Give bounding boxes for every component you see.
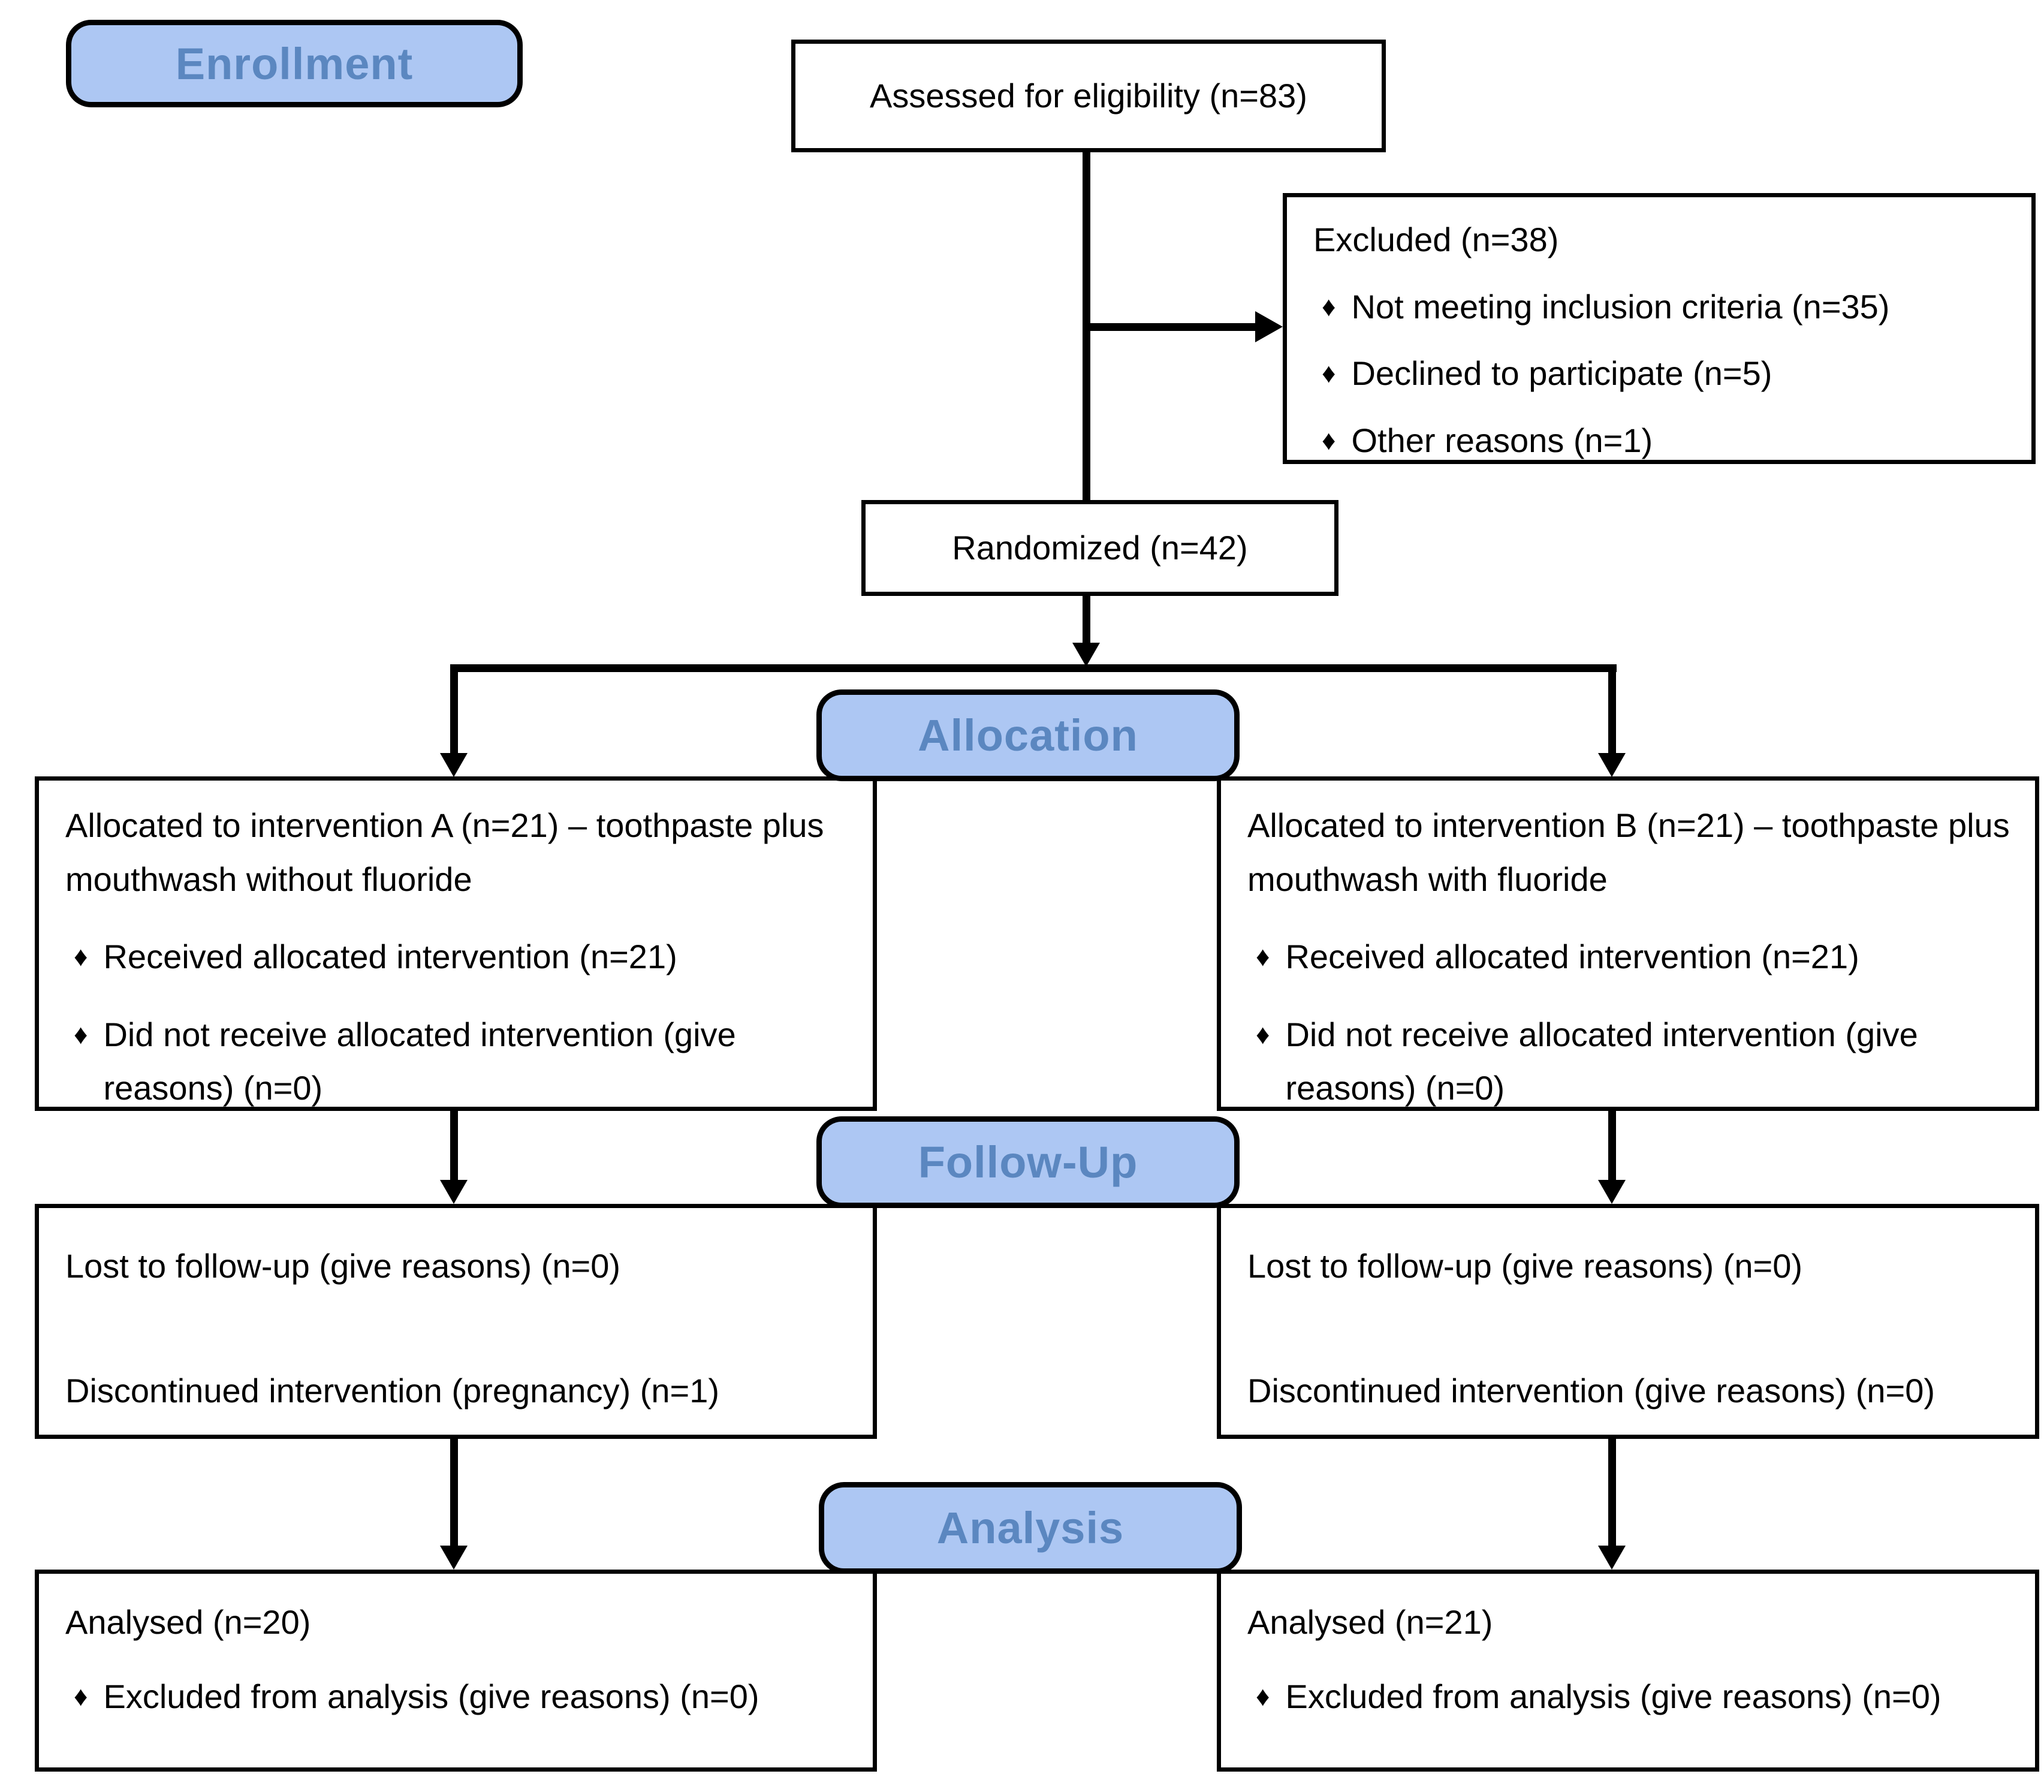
analysis-a-box: Analysed (n=20) ♦ Excluded from analysis… [35,1570,877,1772]
excluded-bullet-3-text: Other reasons (n=1) [1351,421,1653,459]
stage-label-followup: Follow-Up [816,1116,1240,1208]
allocation-a-bullet-2-text: Did not receive allocated intervention (… [103,1015,736,1107]
excluded-bullet-1-text: Not meeting inclusion criteria (n=35) [1351,287,1890,326]
diamond-bullet-icon: ♦ [74,1680,88,1712]
arrowhead-alloc-a [440,753,468,777]
arrowhead-alloc-b [1598,753,1626,777]
analysis-a-title: Analysed (n=20) [65,1603,311,1641]
randomized-text: Randomized (n=42) [952,529,1248,567]
allocation-b-bullet-1-text: Received allocated intervention (n=21) [1285,938,1859,976]
diamond-bullet-icon: ♦ [74,1018,88,1050]
diamond-bullet-icon: ♦ [1322,424,1336,456]
allocation-b-bullet-2: ♦ Did not receive allocated intervention… [1247,1008,2011,1115]
analysis-a-bullet-1-text: Excluded from analysis (give reasons) (n… [103,1677,759,1715]
diamond-bullet-icon: ♦ [74,941,88,972]
allocation-b-bullet-2-text: Did not receive allocated intervention (… [1285,1015,1918,1107]
followup-a-line-2: Discontinued intervention (pregnancy) (n… [65,1371,720,1409]
excluded-bullet-1: ♦ Not meeting inclusion criteria (n=35) [1313,280,2007,334]
diamond-bullet-icon: ♦ [1322,290,1336,322]
followup-b-line-2: Discontinued intervention (give reasons)… [1247,1371,1936,1409]
analysis-b-bullet-1-text: Excluded from analysis (give reasons) (n… [1285,1677,1942,1715]
followup-b-box: Lost to follow-up (give reasons) (n=0) D… [1217,1204,2039,1439]
connector-alloc-b-to-followup-b [1608,1109,1616,1182]
allocation-a-bullet-1: ♦ Received allocated intervention (n=21) [65,930,849,984]
arrowhead-followup-b [1598,1180,1626,1204]
arrowhead-followup-a [440,1180,468,1204]
connector-split-to-alloc-b [1608,664,1616,754]
enrollment-label-text: Enrollment [175,38,414,89]
allocation-a-bullet-1-text: Received allocated intervention (n=21) [103,938,677,976]
assessed-box: Assessed for eligibility (n=83) [791,40,1386,152]
followup-a-line-1: Lost to follow-up (give reasons) (n=0) [65,1247,620,1285]
connector-followup-b-to-analysis-b [1608,1438,1616,1547]
stage-label-allocation: Allocation [816,689,1240,781]
analysis-a-bullet-1: ♦ Excluded from analysis (give reasons) … [65,1670,849,1724]
diamond-bullet-icon: ♦ [1322,357,1336,389]
allocation-a-box: Allocated to intervention A (n=21) – too… [35,776,877,1111]
allocation-b-bullet-1: ♦ Received allocated intervention (n=21) [1247,930,2011,984]
allocation-b-title: Allocated to intervention B (n=21) – too… [1247,806,2010,898]
connector-to-excluded [1086,323,1256,331]
stage-label-enrollment: Enrollment [66,20,523,107]
excluded-bullet-2: ♦ Declined to participate (n=5) [1313,347,2007,400]
split-line [450,664,1617,672]
allocation-a-title: Allocated to intervention A (n=21) – too… [65,806,824,898]
excluded-title: Excluded (n=38) [1313,221,1559,258]
diamond-bullet-icon: ♦ [1256,941,1270,972]
allocation-label-text: Allocation [918,710,1138,760]
diamond-bullet-icon: ♦ [1256,1018,1270,1050]
diamond-bullet-icon: ♦ [1256,1680,1270,1712]
arrowhead-analysis-a [440,1546,468,1570]
followup-b-line-1: Lost to follow-up (give reasons) (n=0) [1247,1247,1802,1285]
excluded-bullet-3: ♦ Other reasons (n=1) [1313,414,2007,468]
stage-label-analysis: Analysis [819,1482,1242,1574]
allocation-b-box: Allocated to intervention B (n=21) – too… [1217,776,2039,1111]
followup-a-box: Lost to follow-up (give reasons) (n=0) D… [35,1204,877,1439]
randomized-box: Randomized (n=42) [861,500,1338,596]
connector-split-to-alloc-a [450,664,458,754]
allocation-a-bullet-2: ♦ Did not receive allocated intervention… [65,1008,849,1115]
arrowhead-analysis-b [1598,1546,1626,1570]
connector-alloc-a-to-followup-a [450,1109,458,1182]
connector-followup-a-to-analysis-a [450,1438,458,1547]
analysis-label-text: Analysis [936,1503,1124,1553]
arrowhead-split [1072,643,1100,667]
excluded-box: Excluded (n=38) ♦ Not meeting inclusion … [1283,193,2036,464]
connector-randomized-to-split [1083,596,1090,646]
followup-label-text: Follow-Up [918,1137,1138,1187]
analysis-b-bullet-1: ♦ Excluded from analysis (give reasons) … [1247,1670,2011,1724]
analysis-b-title: Analysed (n=21) [1247,1603,1493,1641]
arrowhead-excluded [1255,311,1283,342]
excluded-bullet-2-text: Declined to participate (n=5) [1351,354,1772,393]
assessed-text: Assessed for eligibility (n=83) [870,77,1307,115]
analysis-b-box: Analysed (n=21) ♦ Excluded from analysis… [1217,1570,2039,1772]
